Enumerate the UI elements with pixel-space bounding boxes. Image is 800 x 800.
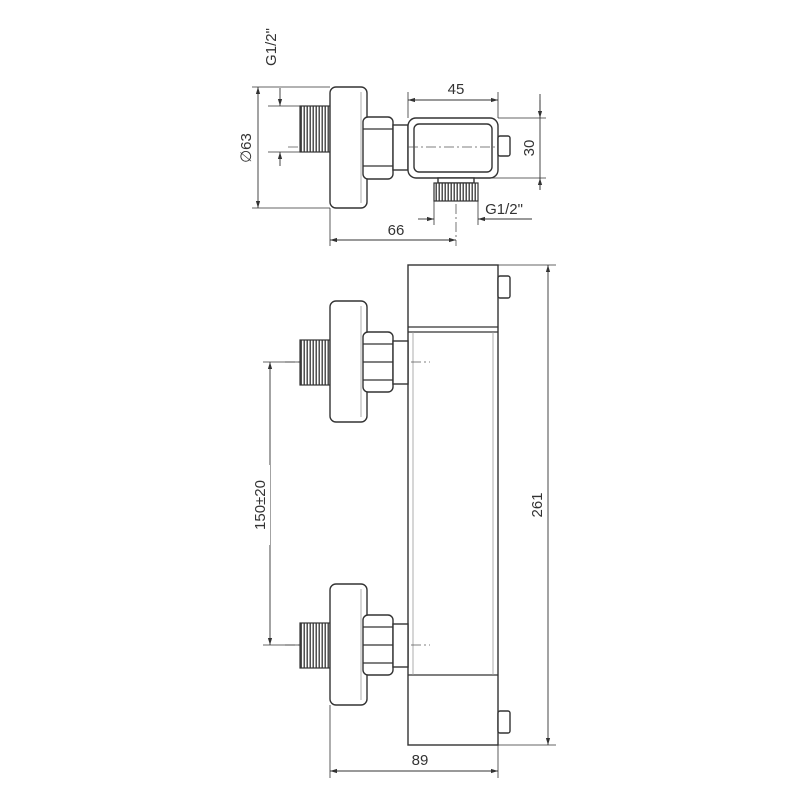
top-rosette bbox=[329, 86, 368, 209]
dim-diameter-label: ∅63 bbox=[238, 133, 255, 163]
dim-45-label: 45 bbox=[448, 81, 465, 98]
dim-261-label: 261 bbox=[529, 492, 546, 517]
dim-150-label-gap bbox=[256, 465, 270, 545]
front-bottom-knob bbox=[497, 710, 511, 734]
front-top-knob bbox=[497, 275, 511, 299]
upper-rosette bbox=[329, 300, 368, 423]
dim-89-label: 89 bbox=[412, 752, 429, 769]
top-inlet-pipe bbox=[392, 124, 409, 171]
dim-outlet-thread-label: G1/2" bbox=[485, 201, 523, 218]
upper-inlet-thread bbox=[299, 339, 331, 386]
top-outlet-thread bbox=[433, 182, 479, 202]
upper-inlet-pipe bbox=[392, 340, 409, 385]
lower-inlet-pipe bbox=[392, 623, 409, 668]
dim-30-label: 30 bbox=[521, 140, 538, 157]
front-view: 150±20 261 89 bbox=[252, 264, 556, 778]
top-outlet-collar bbox=[437, 177, 475, 184]
dim-inlet-thread-label: G1/2" bbox=[263, 28, 280, 66]
top-view: G1/2" ∅63 45 30 G1/2" 66 bbox=[238, 28, 546, 246]
top-connection-nut bbox=[362, 116, 394, 180]
dim-150-label: 150±20 bbox=[252, 480, 269, 530]
lower-inlet-thread bbox=[299, 622, 331, 669]
front-body-outline bbox=[407, 264, 499, 746]
top-inlet-thread bbox=[299, 105, 331, 153]
dim-66-label: 66 bbox=[388, 222, 405, 239]
lower-rosette bbox=[329, 583, 368, 706]
top-body-inner-outline bbox=[413, 123, 493, 173]
top-knob bbox=[497, 135, 511, 157]
